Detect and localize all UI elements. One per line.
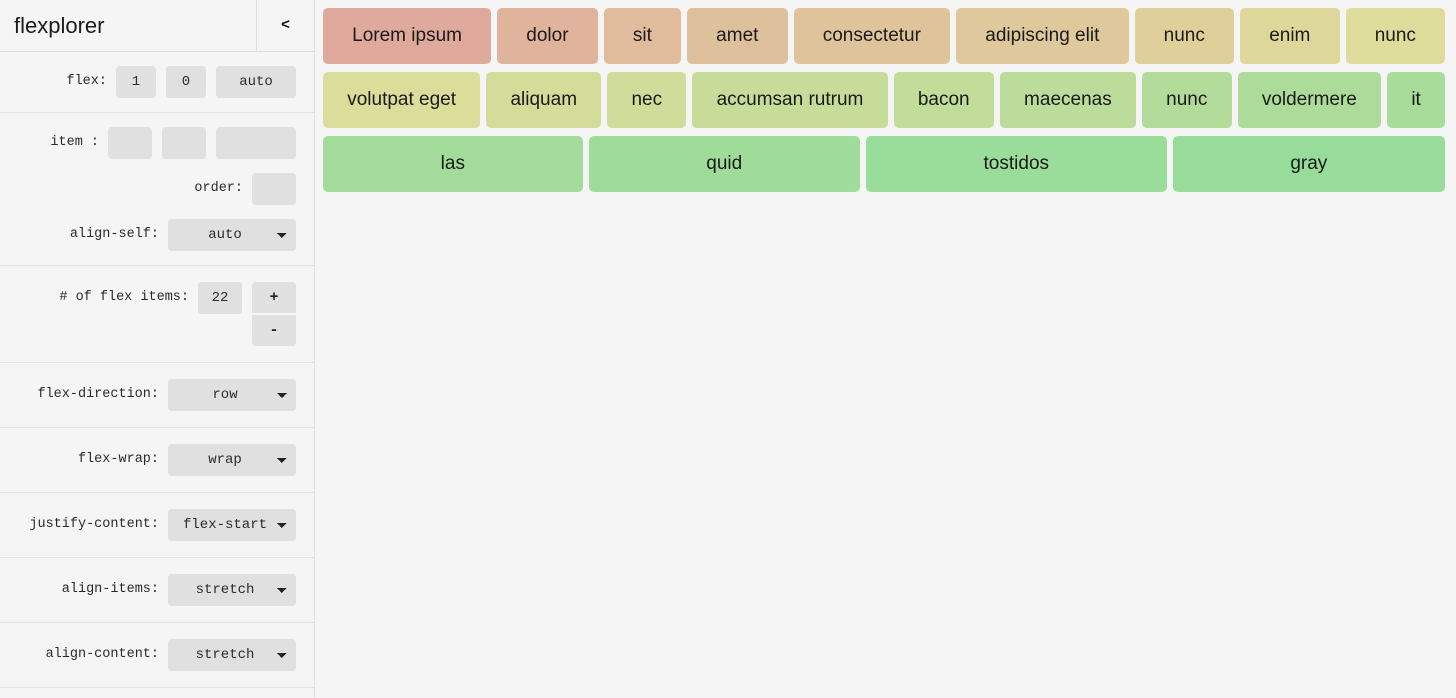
increment-button[interactable]: + <box>252 282 296 313</box>
flex-item[interactable]: maecenas <box>999 72 1136 128</box>
label-flex-wrap: flex-wrap: <box>77 452 159 467</box>
flex-item[interactable]: amet <box>687 8 788 64</box>
item-count-stepper: + - <box>252 282 296 346</box>
row-align-items: align-items: flex-startflex-endcenterbas… <box>0 558 314 623</box>
flex-item[interactable]: dolor <box>497 8 598 64</box>
flex-direction-select[interactable]: rowrow-reversecolumncolumn-reverse <box>168 379 296 411</box>
flex-item[interactable]: nunc <box>1345 8 1446 64</box>
item-flex-shrink-input[interactable] <box>162 127 206 159</box>
label-align-content: align-content: <box>45 647 159 662</box>
align-items-select[interactable]: flex-startflex-endcenterbaselinestretch <box>168 574 296 606</box>
flex-item[interactable]: aliquam <box>486 72 602 128</box>
label-align-items: align-items: <box>61 582 159 597</box>
align-self-select[interactable]: autoflex-startflex-endcenterbaselinestre… <box>168 219 296 251</box>
app-title: flexplorer <box>14 12 105 38</box>
row-align-content: align-content: flex-startflex-endcenters… <box>0 623 314 688</box>
flex-shrink-input[interactable] <box>166 66 206 98</box>
label-item-count: # of flex items: <box>59 290 189 305</box>
flex-item[interactable]: nunc <box>1141 72 1232 128</box>
flex-item[interactable]: adipiscing elit <box>956 8 1129 64</box>
row-flex-direction: flex-direction: rowrow-reversecolumncolu… <box>0 363 314 428</box>
flex-item[interactable]: quid <box>588 136 860 192</box>
order-input[interactable] <box>252 173 296 205</box>
chevron-left-icon: < <box>280 17 290 34</box>
item-flex-grow-input[interactable] <box>108 127 152 159</box>
item-flex-basis-input[interactable] <box>216 127 296 159</box>
flex-item[interactable]: gray <box>1172 136 1445 192</box>
flex-item[interactable]: las <box>323 136 583 192</box>
flex-wrap-select[interactable]: nowrapwrapwrap-reverse <box>168 444 296 476</box>
flex-item[interactable]: tostidos <box>865 136 1167 192</box>
flex-grow-input[interactable] <box>116 66 156 98</box>
justify-content-select[interactable]: flex-startflex-endcenterspace-betweenspa… <box>168 509 296 541</box>
flex-item[interactable]: it <box>1387 72 1446 128</box>
label-align-self: align-self: <box>69 227 159 242</box>
flex-item[interactable]: enim <box>1240 8 1340 64</box>
row-justify-content: justify-content: flex-startflex-endcente… <box>0 493 314 558</box>
flex-item[interactable]: consectetur <box>793 8 951 64</box>
row-item: item : order: align-self: autoflex-start… <box>0 113 314 266</box>
control-sidebar: flexplorer < flex: item : order: <box>0 0 315 698</box>
row-item-count: # of flex items: + - <box>0 266 314 363</box>
flex-item[interactable]: nec <box>607 72 687 128</box>
label-justify-content: justify-content: <box>29 517 159 532</box>
flex-item[interactable]: accumsan rutrum <box>692 72 888 128</box>
label-flex-direction: flex-direction: <box>37 387 159 402</box>
item-count-input[interactable] <box>198 282 242 314</box>
sidebar-header: flexplorer < <box>0 0 314 52</box>
align-content-select[interactable]: flex-startflex-endcenterspace-betweenspa… <box>168 639 296 671</box>
flex-item[interactable]: nunc <box>1134 8 1235 64</box>
flex-item[interactable]: Lorem ipsum <box>323 8 492 64</box>
flex-item[interactable]: voldermere <box>1237 72 1382 128</box>
label-flex: flex: <box>66 74 107 89</box>
flex-item[interactable]: volutpat eget <box>323 72 481 128</box>
row-flex-wrap: flex-wrap: nowrapwrapwrap-reverse <box>0 428 314 493</box>
flex-item[interactable]: sit <box>603 8 682 64</box>
flex-basis-input[interactable] <box>216 66 296 98</box>
decrement-button[interactable]: - <box>252 315 296 346</box>
row-flex: flex: <box>0 52 314 113</box>
flex-item[interactable]: bacon <box>893 72 994 128</box>
label-item: item : <box>50 135 99 150</box>
label-order: order: <box>194 181 243 196</box>
sidebar-collapse-button[interactable]: < <box>256 0 314 51</box>
